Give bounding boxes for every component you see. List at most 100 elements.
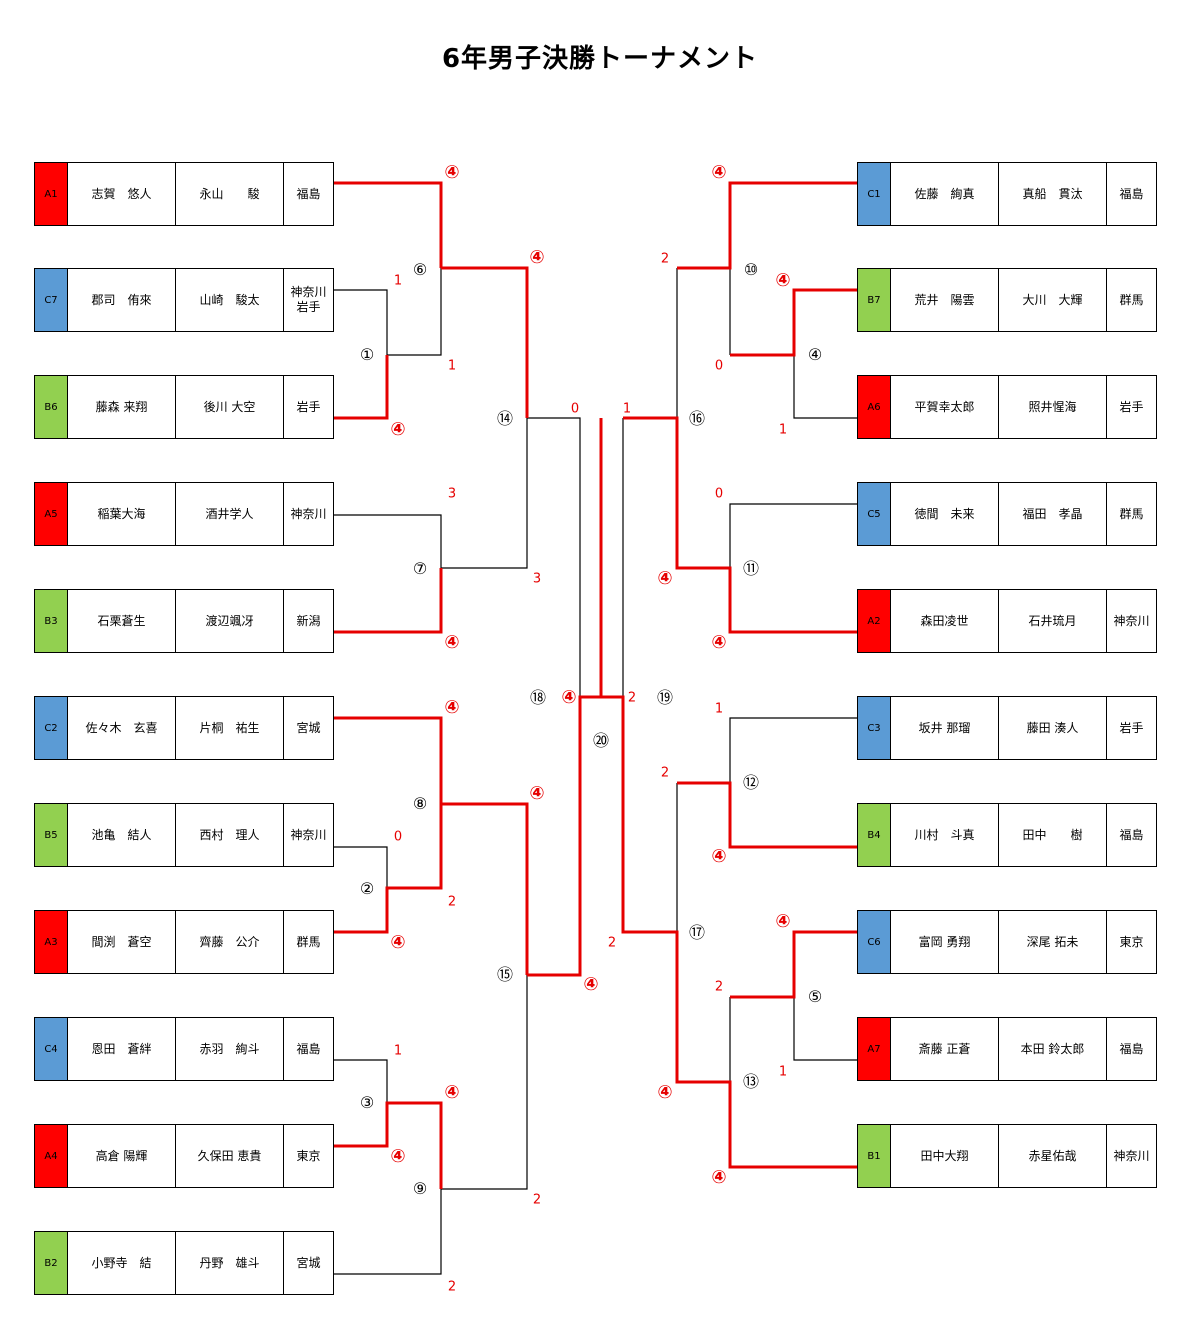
score-label: ④ (529, 247, 545, 268)
score-label: ④ (561, 687, 577, 708)
match-number: ⑪ (742, 559, 760, 578)
seed-label: C4 (35, 1018, 67, 1080)
player1-name: 富岡 勇翔 (890, 911, 998, 973)
seed-label: A3 (35, 911, 67, 973)
prefecture: 神奈川 (283, 483, 333, 545)
player2-name: 赤羽 絢斗 (175, 1018, 283, 1080)
winner-line (601, 695, 858, 1169)
match-number: ⑳ (592, 731, 610, 750)
seed-label: B4 (858, 804, 890, 866)
seed-label: A7 (858, 1018, 890, 1080)
player1-name: 小野寺 結 (67, 1232, 175, 1294)
winner-line (334, 355, 389, 420)
player1-name: 田中大翔 (890, 1125, 998, 1187)
player1-name: 川村 斗真 (890, 804, 998, 866)
match-number: ⑭ (496, 409, 514, 428)
match-number: ② (359, 879, 375, 898)
score-label: ④ (711, 162, 727, 183)
player2-name: 藤田 湊人 (998, 697, 1106, 759)
seed-label: B5 (35, 804, 67, 866)
winner-line (677, 781, 858, 849)
player1-name: 藤森 来翔 (67, 376, 175, 438)
player2-name: 久保田 恵貴 (175, 1125, 283, 1187)
winner-line (441, 266, 529, 418)
score-label: 2 (714, 979, 724, 995)
score-label: 3 (532, 571, 542, 587)
prefecture: 福島 (1106, 163, 1156, 225)
score-label: 1 (778, 422, 788, 438)
score-label: 2 (532, 1192, 542, 1208)
match-number: ⑱ (529, 688, 547, 707)
match-number: ① (359, 345, 375, 364)
seed-label: A6 (858, 376, 890, 438)
winner-line (334, 804, 443, 934)
seed-label: B1 (858, 1125, 890, 1187)
player1-name: 森田凌世 (890, 590, 998, 652)
player2-name: 西村 理人 (175, 804, 283, 866)
match-number: ⑤ (807, 987, 823, 1006)
prefecture: 宮城 (283, 697, 333, 759)
bracket-line (334, 289, 388, 355)
player1-name: 稲葉大海 (67, 483, 175, 545)
bracket-line (441, 975, 528, 1190)
score-label: 0 (714, 358, 724, 374)
prefecture: 東京 (1106, 911, 1156, 973)
player2-name: 丹野 雄斗 (175, 1232, 283, 1294)
player1-name: 間渕 蒼空 (67, 911, 175, 973)
score-label: 1 (778, 1064, 788, 1080)
seed-label: C2 (35, 697, 67, 759)
seed-label: B6 (35, 376, 67, 438)
match-number: ④ (807, 345, 823, 364)
player2-name: 照井惺海 (998, 376, 1106, 438)
score-label: 1 (447, 358, 457, 374)
player1-name: 佐藤 絢真 (890, 163, 998, 225)
score-label: 2 (660, 251, 670, 267)
score-label: 2 (627, 690, 637, 706)
winner-line (527, 418, 603, 977)
player1-name: 斎藤 正蒼 (890, 1018, 998, 1080)
score-label: 0 (714, 486, 724, 502)
prefecture: 福島 (283, 163, 333, 225)
bracket-line (441, 418, 528, 569)
player1-name: 恩田 蒼絆 (67, 1018, 175, 1080)
prefecture: 東京 (283, 1125, 333, 1187)
prefecture: 群馬 (1106, 269, 1156, 331)
score-label: 2 (607, 935, 617, 951)
prefecture: 神奈川 岩手 (283, 269, 333, 331)
prefecture: 神奈川 (283, 804, 333, 866)
match-number: ⑩ (743, 260, 759, 279)
bracket-line (334, 514, 442, 568)
bracket-line (334, 1189, 442, 1275)
seed-label: A2 (858, 590, 890, 652)
player2-name: 山崎 駿太 (175, 269, 283, 331)
winner-line (334, 716, 443, 804)
winner-line (334, 1101, 443, 1189)
score-label: ④ (390, 1146, 406, 1167)
score-label: 1 (622, 401, 632, 417)
match-number: ⑦ (412, 559, 428, 578)
score-label: ④ (390, 419, 406, 440)
winner-line (334, 181, 443, 268)
prefecture: 群馬 (283, 911, 333, 973)
player1-name: 石栗蒼生 (67, 590, 175, 652)
score-label: ④ (444, 162, 460, 183)
match-number: ⑮ (496, 965, 514, 984)
bracket-line (334, 1059, 388, 1103)
score-label: ④ (657, 1082, 673, 1103)
player2-name: 大川 大輝 (998, 269, 1106, 331)
player1-name: 徳間 未来 (890, 483, 998, 545)
seed-label: A5 (35, 483, 67, 545)
player2-name: 福田 孝晶 (998, 483, 1106, 545)
score-label: ④ (711, 846, 727, 867)
seed-label: C6 (858, 911, 890, 973)
